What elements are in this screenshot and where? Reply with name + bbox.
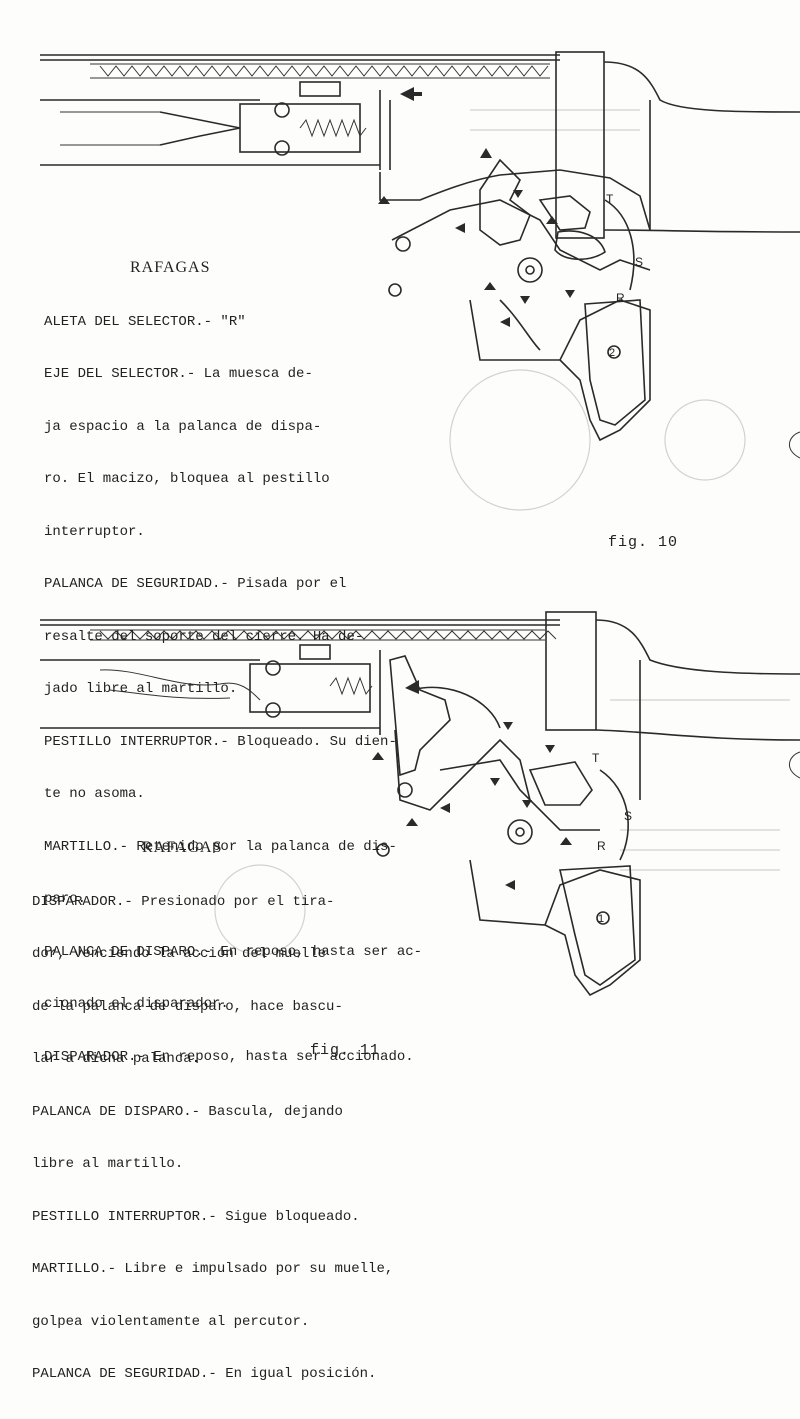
fig11-label: fig. 11 xyxy=(310,1042,381,1059)
fig10-line: interruptor. xyxy=(44,523,145,540)
fig11-line: de la palanca de disparo, hace bascu- xyxy=(32,998,343,1015)
fig10-part-number: 2 xyxy=(609,347,615,359)
fig10-line: MARTILLO.- Retenido por la palanca de di… xyxy=(44,838,397,855)
document-page: T S R 2 xyxy=(32,51,800,1382)
fig11-letter-r: R xyxy=(597,839,606,853)
fig10-letter-t: T xyxy=(606,192,614,206)
fig11-line: lar a dicha palanca. xyxy=(32,1051,201,1067)
fig10-description: RAFAGAS ALETA DEL SELECTOR.- "R" EJE DEL… xyxy=(44,224,422,1101)
fig11-letter-s: S xyxy=(624,809,632,823)
fig11-part-number: 1 xyxy=(598,913,604,925)
bleed-through-marks xyxy=(214,109,790,956)
fig11-letter-t: T xyxy=(592,751,600,765)
fig10-line: jado libre al martillo. xyxy=(44,681,238,697)
fig10-letter-s: S xyxy=(635,255,643,269)
fig11-mechanism-drawing: T S R 1 xyxy=(40,611,800,997)
fig10-line: ro. El macizo, bloquea al pestillo xyxy=(44,471,330,487)
punch-hole-mark xyxy=(789,431,800,459)
fig10-line: ja espacio a la palanca de dispa- xyxy=(44,418,322,435)
fig11-line: PALANCA DE DISPARO.- Bascula, dejando xyxy=(32,1103,343,1120)
fig10-line: PALANCA DE DISPARO.- En reposo, hasta se… xyxy=(44,943,423,960)
fig10-label: fig. 10 xyxy=(608,534,679,551)
fig11-line: golpea violentamente al percutor. xyxy=(32,1313,310,1330)
fig11-line: libre al martillo. xyxy=(32,1156,184,1172)
fig10-line: paro. xyxy=(44,891,87,907)
fig10-line: EJE DEL SELECTOR.- La muesca de- xyxy=(44,366,313,382)
fig11-description: RAFAGAS DISPARADOR.- Presionado por el t… xyxy=(32,804,393,1419)
fig10-letter-r: R xyxy=(616,291,625,305)
fig11-heading: RAFAGAS xyxy=(142,839,223,856)
fig10-line: PESTILLO INTERRUPTOR.- Bloqueado. Su die… xyxy=(44,733,397,750)
mechanism-drawings: T S R 2 xyxy=(40,51,800,997)
fig10-line: ALETA DEL SELECTOR.- "R" xyxy=(44,313,246,330)
fig10-line: te no asoma. xyxy=(44,786,145,802)
fig10-line: PALANCA DE SEGURIDAD.- Pisada por el xyxy=(44,576,347,592)
fig11-line: PESTILLO INTERRUPTOR.- Sigue bloqueado. xyxy=(32,1208,360,1225)
punch-hole-mark xyxy=(789,751,800,779)
fig10-heading: RAFAGAS xyxy=(130,259,211,276)
fig11-line: MARTILLO.- Libre e impulsado por su muel… xyxy=(32,1261,394,1277)
fig11-line: PALANCA DE SEGURIDAD.- En igual posición… xyxy=(32,1366,377,1382)
fig10-mechanism-drawing: T S R 2 xyxy=(40,51,800,442)
fig10-line: DISPARADOR.- En reposo, hasta ser accion… xyxy=(44,1048,414,1065)
fig11-line: DISPARADOR.- Presionado por el tira- xyxy=(32,893,335,910)
fig10-line: resalte del soporte del cierre. Ha de- xyxy=(44,628,364,645)
fig10-line: cionado el disparador. xyxy=(44,996,229,1012)
fig11-line: dor, venciendo la acción del muelle xyxy=(32,946,327,962)
